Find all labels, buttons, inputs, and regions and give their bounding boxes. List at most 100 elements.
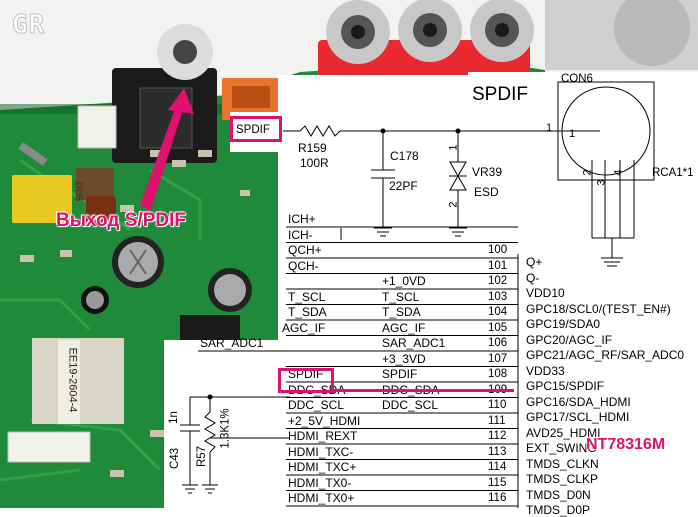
esd-ref: VR39 <box>472 165 503 179</box>
resistor-r159 <box>299 125 341 137</box>
pin-number: 103 <box>488 290 508 303</box>
white-connector-top <box>77 105 117 149</box>
left-net-label: HDMI_TXC+ <box>288 460 357 474</box>
left-net-label: SAR_ADC1 <box>200 336 264 350</box>
inductor-ferrite <box>76 168 114 200</box>
pin-number: 111 <box>488 414 506 427</box>
pin-number: 112 <box>488 430 507 442</box>
transformer-label <box>58 340 80 424</box>
chip-pin-name: Q+ <box>526 255 543 269</box>
chip-pin-name: Q- <box>526 270 540 285</box>
chip-pin-name: VDD33 <box>526 363 565 378</box>
left-net-label: HDMI_REXT <box>288 429 358 443</box>
pin-number: 106 <box>488 337 508 349</box>
chip-pin-name: GPC19/SDA0 <box>526 317 601 331</box>
left-net-label: HDMI_TXC- <box>288 444 354 459</box>
mid-net-label: SPDIF <box>382 367 418 381</box>
orange-socket-inner <box>232 86 270 108</box>
chip-pin-name: TMDS_D0N <box>526 487 591 502</box>
electrolytic-cap-3 <box>81 286 109 314</box>
yellow-capacitor <box>12 175 72 223</box>
chip-pin-name: GPC18/SCL0/(TEST_EN#) <box>526 301 671 316</box>
left-net-label: QCH+ <box>288 243 322 257</box>
pin-number: 102 <box>488 275 508 287</box>
con6-rca-box <box>557 81 655 181</box>
connector-part: RCA1*1 <box>652 167 694 179</box>
connector-ref: CON6 <box>561 73 593 85</box>
resistor-value: 100R <box>300 156 329 170</box>
left-net-label: ICH- <box>288 227 313 242</box>
chip-pin-name: AVD25_HDMI <box>526 425 601 440</box>
chip-name-annotation: NT78316M <box>586 436 666 453</box>
spdif-highlight-box-table <box>278 368 334 393</box>
pin-number: 105 <box>488 321 508 334</box>
con6-rca-circle <box>561 86 651 176</box>
pin-number: 110 <box>488 399 507 411</box>
pin-number: 114 <box>488 461 507 473</box>
left-net-label: HDMI_TX0+ <box>288 491 355 505</box>
chip-black-lower <box>180 315 240 340</box>
left-net-label: ICH+ <box>288 212 316 226</box>
electrolytic-cap-2 <box>208 268 252 312</box>
pink-arrow-head <box>168 88 194 114</box>
inductor-coil <box>86 196 116 226</box>
spdif-net-label-top: SPDIF <box>236 124 270 136</box>
spdif-highlight-box-top <box>230 116 282 142</box>
rca-jack-2 <box>398 0 462 62</box>
pin-number: 116 <box>488 492 507 504</box>
watermark-logo: GR <box>11 10 46 41</box>
pin-number: 115 <box>488 476 507 489</box>
left-net-label: AGC_IF <box>282 320 326 335</box>
pin-table-panel-lower <box>164 340 284 508</box>
mid-net-label: +3_3VD <box>382 351 426 366</box>
pin-number: 113 <box>488 445 507 458</box>
esd-vr39-triangle-top <box>449 161 467 178</box>
chip-pin-name: GPC20/AGC_IF <box>526 332 613 347</box>
chip-pin-name: GPC15/SPDIF <box>526 379 605 393</box>
chip-pin-name: TMDS_CLKN <box>526 456 599 471</box>
chip-pin-name: GPC21/AGC_RF/SAR_ADC0 <box>526 348 685 362</box>
left-net-label: +2_5V_HDMI <box>288 413 361 428</box>
spdif-schematic-panel <box>278 75 698 225</box>
pink-arrow-shaft <box>140 106 183 212</box>
grey-connector-circle <box>614 0 690 66</box>
chip-pin-name: TMDS_D0P <box>526 503 591 517</box>
pin-number: 108 <box>488 368 508 380</box>
spdif-circuit-title: SPDIF <box>472 84 528 105</box>
chip-pin-name: GPC16/SDA_HDMI <box>526 394 631 409</box>
electrolytic-cap-1 <box>112 236 164 288</box>
left-net-label: T_SCL <box>288 289 326 304</box>
white-connector-bottom <box>7 431 91 463</box>
left-net-label: QCH- <box>288 258 319 273</box>
mid-net-label: T_SCL <box>382 289 420 304</box>
connector-pin-inner: 1 <box>569 128 576 140</box>
diode <box>18 142 48 166</box>
mid-net-label: AGC_IF <box>382 320 426 335</box>
pin-number: 104 <box>488 306 508 318</box>
mid-net-label: DDC_SCL <box>382 398 439 412</box>
spdif-highlight-line <box>334 389 514 392</box>
mid-net-label: +1_0VD <box>382 274 426 288</box>
connector-pin-main: 1 <box>546 122 553 134</box>
pin-number: 107 <box>488 352 508 365</box>
pin-number: 101 <box>488 259 508 272</box>
left-net-label: T_SDA <box>288 305 327 319</box>
chip-pin-name: GPC17/SCL_HDMI <box>526 410 630 424</box>
spdif-output-annotation: Выход S/PDIF <box>56 210 187 232</box>
resistor-r57 <box>204 411 216 453</box>
resistor-ref: R159 <box>298 141 327 155</box>
left-net-label: DDC_SCL <box>288 398 345 412</box>
chip-pin-name: EXT_SWING <box>526 441 597 455</box>
rca-jack-3 <box>470 0 534 62</box>
left-net-label: HDMI_TX0- <box>288 475 352 490</box>
mid-net-label: T_SDA <box>382 305 421 319</box>
chip-pin-name: VDD10 <box>526 286 565 300</box>
mid-net-label: SAR_ADC1 <box>382 336 446 350</box>
pin-number: 100 <box>488 244 508 256</box>
esd-value: ESD <box>474 185 499 199</box>
